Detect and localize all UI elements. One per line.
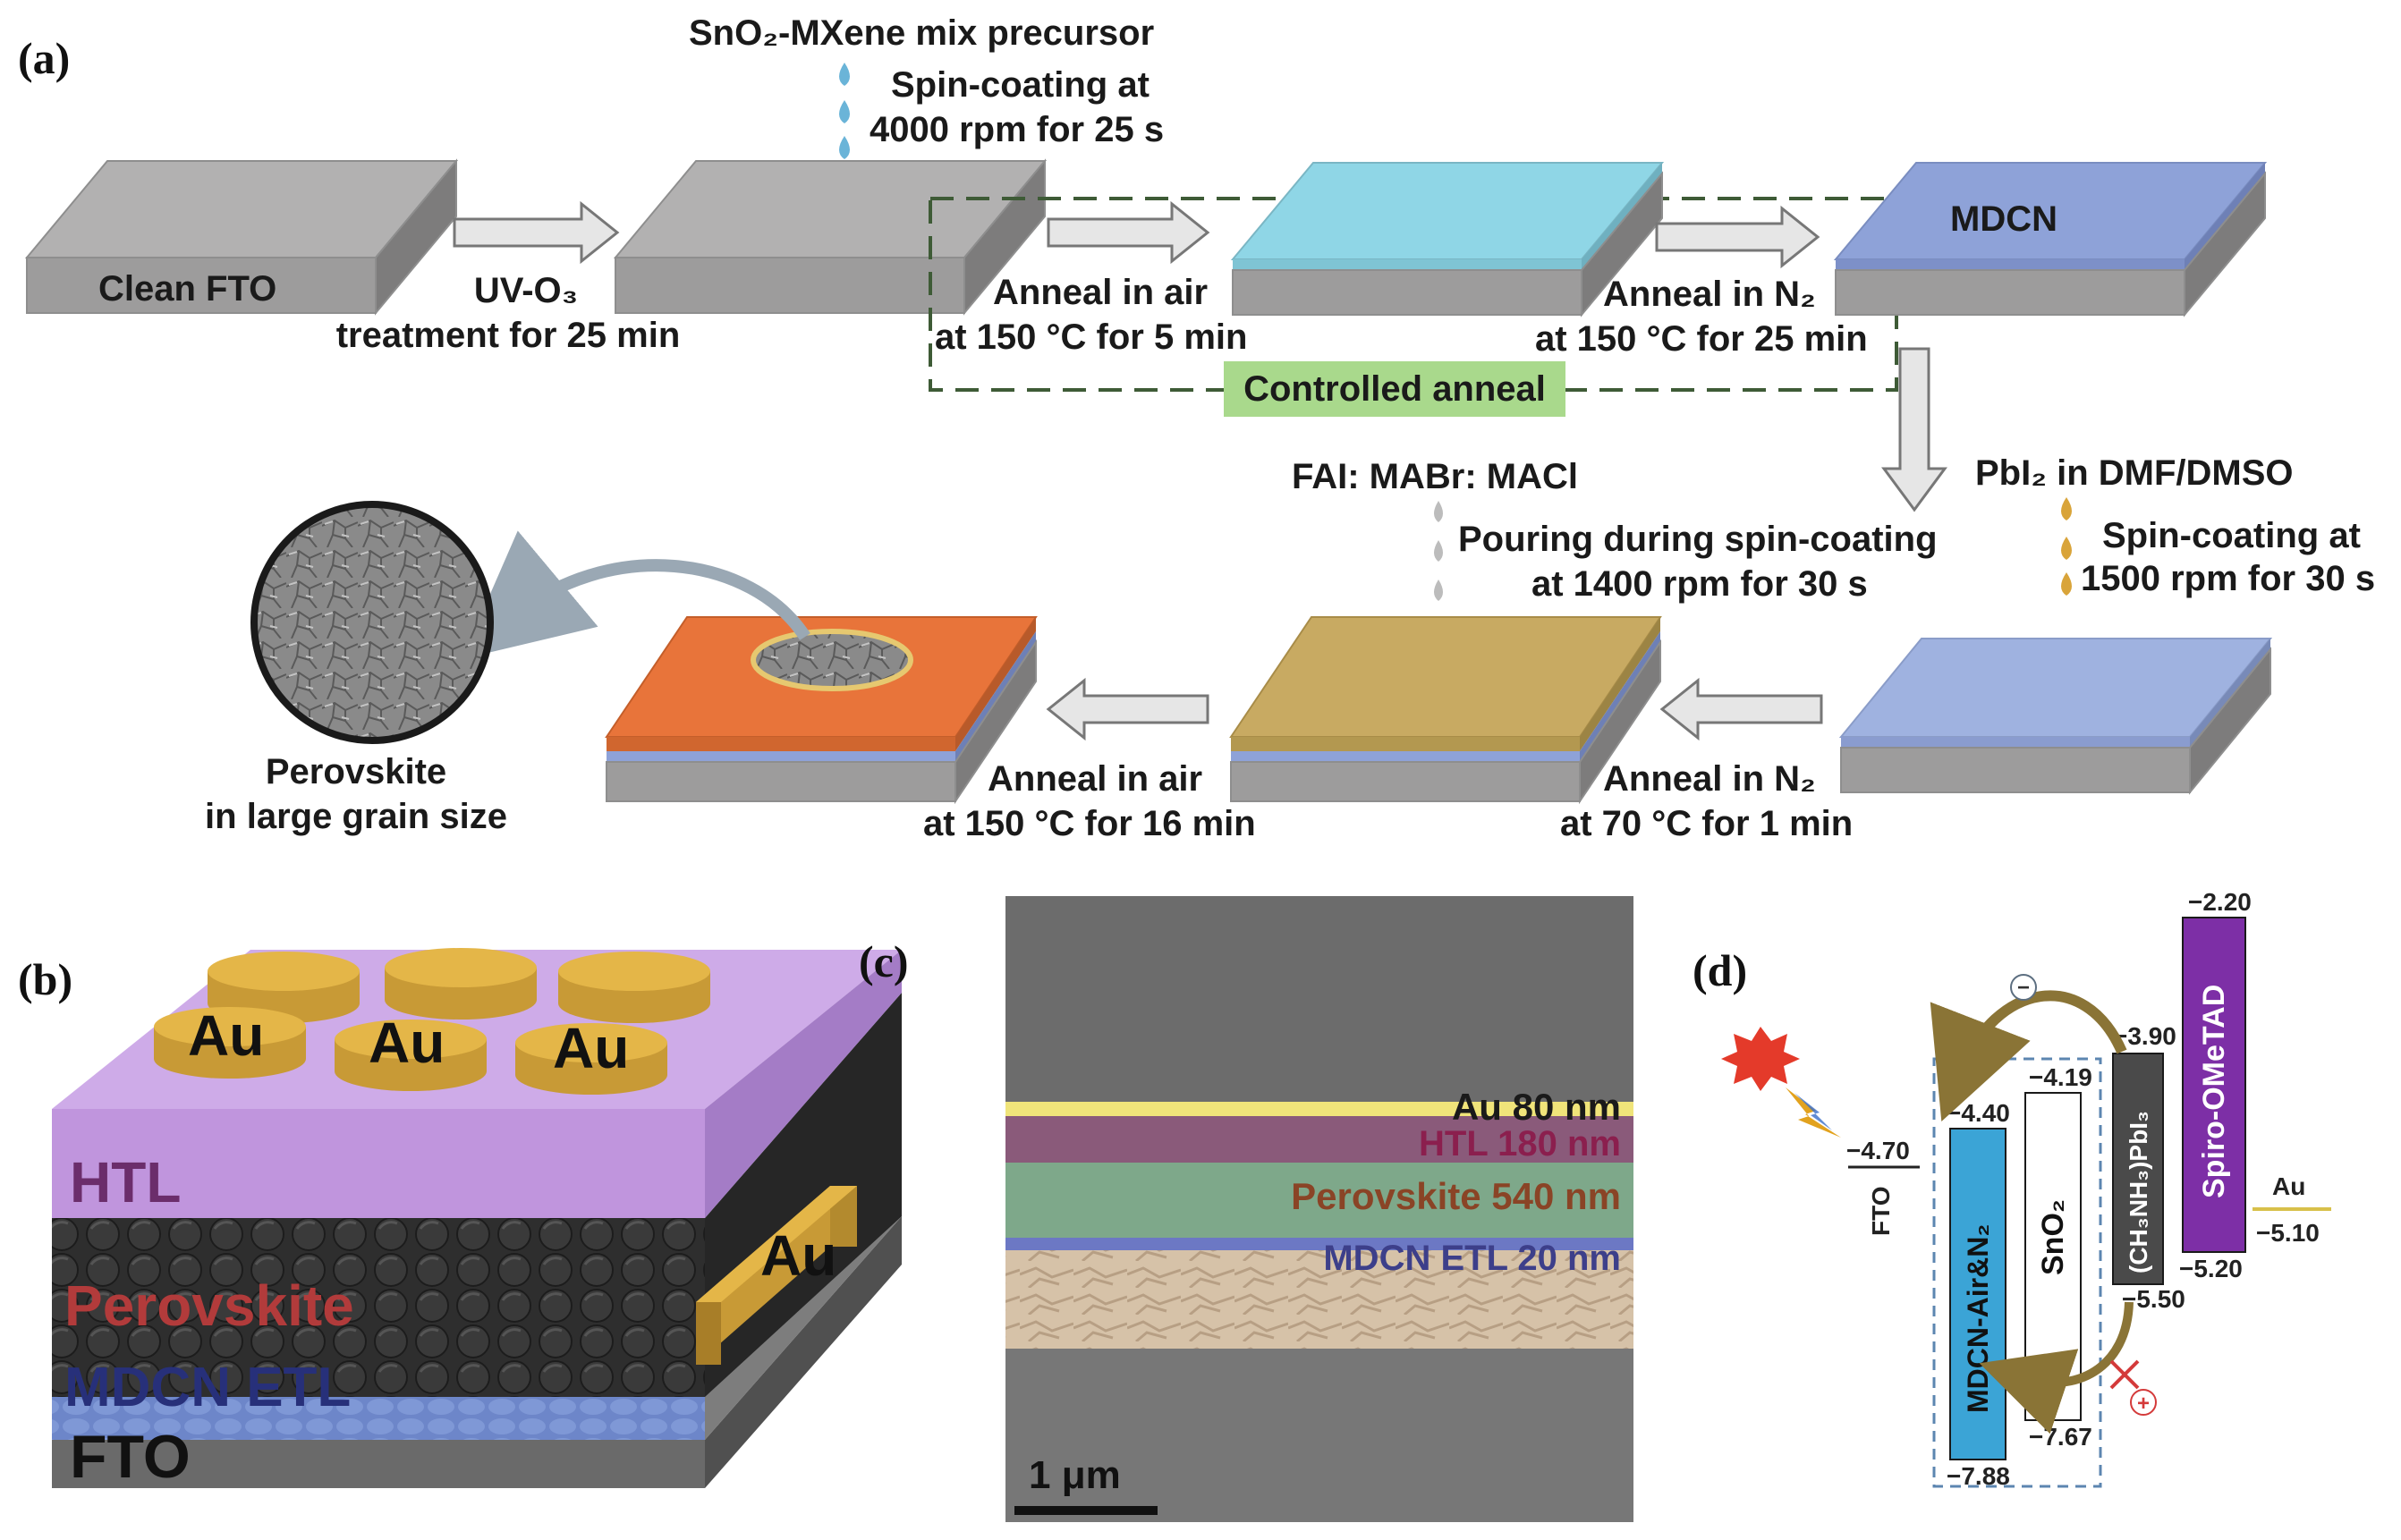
substrate-mdcn xyxy=(1833,162,2268,317)
spiro-bottom-value: −5.20 xyxy=(2179,1255,2243,1282)
perov-line1: Perovskite xyxy=(266,752,446,791)
fai-title: FAI: MABr: MACl xyxy=(1292,457,1578,496)
anneal-n2-1-line1: Anneal in N₂ xyxy=(1603,275,1816,314)
panel-c-label: (c) xyxy=(859,936,909,986)
arrow-right-2 xyxy=(1047,200,1210,265)
au-label-3: Au xyxy=(553,1016,629,1080)
arrow-down xyxy=(1881,347,1947,512)
substrate-treated xyxy=(613,158,1048,316)
precursor-title: SnO₂-MXene mix precursor xyxy=(689,13,1154,53)
htl-label: HTL xyxy=(70,1150,181,1214)
sno2-bottom-value: −7.67 xyxy=(2029,1423,2092,1451)
grain-zoom-circle xyxy=(250,501,494,744)
fto-band-label: FTO xyxy=(1867,1187,1895,1236)
hole-blocked-arrow xyxy=(1979,1301,2134,1434)
substrate-sno2-coated xyxy=(1230,162,1665,317)
arrow-left-1 xyxy=(1659,677,1823,741)
au-label-side: Au xyxy=(760,1223,836,1288)
mdcn-bottom-value: −7.88 xyxy=(1947,1462,2010,1490)
sno2-top-value: −4.19 xyxy=(2029,1063,2092,1091)
arrow-right-1 xyxy=(453,200,620,265)
au-disc-6 xyxy=(515,1023,667,1095)
sem-cross-section xyxy=(1005,896,1633,1522)
pbi-band-label: (CH₃NH₃)PbI₃ xyxy=(2125,1111,2152,1273)
mdcn-label: MDCN xyxy=(1950,199,2057,239)
sem-htl-label: HTL 180 nm xyxy=(1419,1124,1621,1163)
panel-b-label: (b) xyxy=(18,954,72,1004)
anneal-n2-1-line2: at 150 °C for 25 min xyxy=(1535,319,1868,359)
sem-perov-label: Perovskite 540 nm xyxy=(1291,1175,1621,1217)
spin1-line2: 4000 rpm for 25 s xyxy=(870,110,1164,149)
scale-bar-label: 1 μm xyxy=(1029,1453,1121,1497)
pour-line1: Pouring during spin-coating xyxy=(1458,520,1938,559)
controlled-anneal-label: Controlled anneal xyxy=(1243,369,1546,409)
controlled-anneal-tag xyxy=(1224,361,1565,417)
panel-a-label: (a) xyxy=(18,33,70,83)
fto-level-value: −4.70 xyxy=(1846,1137,1910,1164)
sun-icon xyxy=(1721,1027,1800,1091)
clean-fto-label: Clean FTO xyxy=(98,269,276,309)
anneal-air1-line2: at 150 °C for 5 min xyxy=(935,317,1247,357)
anneal-n2-2-line1: Anneal in N₂ xyxy=(1603,759,1816,799)
anneal-air2-line1: Anneal in air xyxy=(988,759,1202,799)
sem-au-label: Au 80 nm xyxy=(1452,1086,1621,1128)
hole-symbol: + xyxy=(2137,1392,2150,1416)
substrate-intermediate xyxy=(1229,616,1662,805)
au-label-1: Au xyxy=(188,1003,264,1068)
au-disc-3 xyxy=(558,952,710,1023)
electron-transfer-arrow xyxy=(1930,990,2127,1121)
au-disc-5 xyxy=(335,1020,487,1091)
substrate-clean-fto xyxy=(24,158,459,316)
fto-label: FTO xyxy=(70,1423,191,1491)
au-level-value: −5.10 xyxy=(2256,1219,2320,1247)
pbi2-drops xyxy=(2061,497,2072,596)
au-disc-4 xyxy=(154,1007,306,1079)
arrow-left-2 xyxy=(1046,677,1209,741)
panel-d-label: (d) xyxy=(1693,945,1747,995)
precursor-drops xyxy=(839,63,850,159)
perov-line2: in large grain size xyxy=(205,797,507,836)
spiro-top-value: −2.20 xyxy=(2188,888,2252,916)
fai-drops xyxy=(1434,501,1443,601)
electron-icon xyxy=(2010,974,2037,1001)
arrow-right-3 xyxy=(1655,205,1820,269)
lightning-icon xyxy=(1786,1087,1841,1138)
spiro-band xyxy=(2182,917,2246,1253)
anneal-air2-line2: at 150 °C for 16 min xyxy=(923,804,1256,843)
sem-etl-label: MDCN ETL 20 nm xyxy=(1323,1239,1621,1278)
uv-label-1: UV-O₃ xyxy=(474,271,578,310)
pour-line2: at 1400 rpm for 30 s xyxy=(1531,564,1868,604)
spiro-band-label: Spiro-OMeTAD xyxy=(2197,985,2231,1198)
au-disc-2 xyxy=(385,948,537,1020)
uv-label-2: treatment for 25 min xyxy=(336,316,681,355)
substrate-pbi2 xyxy=(1838,638,2273,795)
pbi-band xyxy=(2112,1053,2164,1285)
au-band-label: Au xyxy=(2272,1172,2305,1200)
electron-symbol: − xyxy=(2017,976,2030,1000)
au-label-2: Au xyxy=(369,1011,445,1075)
mdcn-band-label: MDCN-Air&N₂ xyxy=(1962,1223,1994,1413)
mdcn-top-value: −4.40 xyxy=(1947,1099,2010,1127)
substrate-perovskite xyxy=(605,616,1038,805)
etl-dashed-box xyxy=(1932,1057,2102,1488)
spin1-line1: Spin-coating at xyxy=(891,65,1150,105)
pbi2-title: PbI₂ in DMF/DMSO xyxy=(1975,453,2294,493)
etl-label: MDCN ETL xyxy=(64,1357,351,1418)
block-mark-b xyxy=(2109,1359,2140,1390)
perovskite-label: Perovskite xyxy=(64,1273,354,1338)
sno2-band-label: SnO₂ xyxy=(2036,1199,2070,1275)
anneal-n2-2-line2: at 70 °C for 1 min xyxy=(1560,804,1853,843)
anneal-air1-line1: Anneal in air xyxy=(993,273,1208,312)
hole-icon xyxy=(2130,1389,2157,1416)
spin2-line1: Spin-coating at xyxy=(2102,516,2361,555)
spin2-line2: 1500 rpm for 30 s xyxy=(2081,559,2375,598)
zoom-arrow xyxy=(462,530,810,659)
